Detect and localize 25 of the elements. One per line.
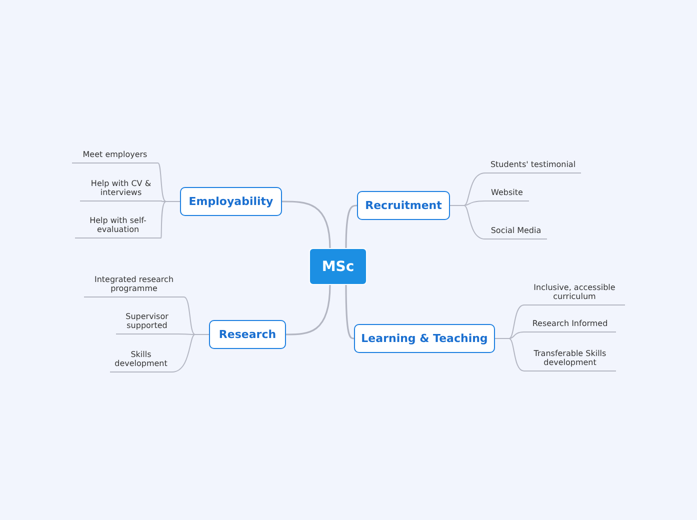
subtopic-text: Research Informed <box>524 315 616 332</box>
connector-line <box>282 200 331 248</box>
topic-box: Research <box>209 320 286 349</box>
subtopic-text: Students' testimonial <box>485 156 581 173</box>
connector-line <box>450 205 548 240</box>
subtopic-text: Transferable Skills development <box>524 345 616 371</box>
connector-line <box>345 285 354 340</box>
connector-line <box>110 334 210 372</box>
subtopic-text: Website <box>485 184 529 201</box>
subtopic-text: Meet employers <box>72 147 158 163</box>
connector-line <box>286 284 331 336</box>
connector-line <box>345 204 358 248</box>
subtopic-text: Skills development <box>110 346 172 372</box>
topic-box: Learning & Teaching <box>354 324 495 353</box>
topic-box: Employability <box>180 187 282 216</box>
subtopic-text: Supervisor supported <box>116 308 178 334</box>
subtopic-text: Social Media <box>485 222 547 239</box>
central-topic-box: MSc <box>309 248 367 285</box>
subtopic-text: Integrated research programme <box>84 271 184 297</box>
connector-line <box>74 201 180 238</box>
topic-box: Recruitment <box>357 191 450 220</box>
connector-line <box>494 338 616 372</box>
subtopic-text: Help with self-evaluation <box>75 212 161 238</box>
subtopic-text: Help with CV & interviews <box>80 175 162 201</box>
subtopic-text: Inclusive, accessible curriculum <box>524 279 625 305</box>
